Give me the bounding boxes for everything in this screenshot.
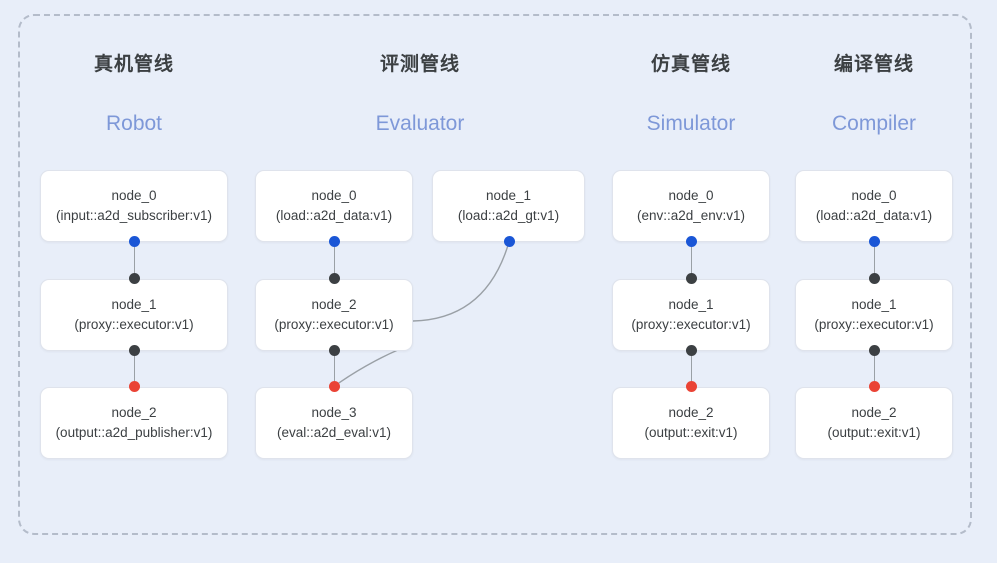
connector-line (333, 241, 335, 280)
input-port-dot[interactable] (328, 381, 340, 392)
node-card[interactable]: node_0 (input::a2d_subscriber:v1) (40, 170, 228, 242)
node-card[interactable]: node_1 (load::a2d_gt:v1) (432, 170, 585, 242)
node-name: node_2 (851, 405, 897, 420)
output-port-dot[interactable] (328, 345, 340, 356)
column-subtitle-evaluator: Evaluator (375, 112, 465, 135)
pipeline-column-evaluator: 评测管线 Evaluator (255, 52, 585, 137)
pipeline-column-simulator: 仿真管线 Simulator (612, 52, 770, 137)
node-name: node_2 (668, 405, 714, 420)
output-port-dot[interactable] (868, 345, 880, 356)
input-port-dot[interactable] (128, 273, 140, 284)
output-port-dot[interactable] (128, 236, 140, 247)
input-port-dot[interactable] (868, 381, 880, 392)
column-subtitle-robot: Robot (105, 112, 163, 135)
node-name: node_0 (851, 188, 897, 203)
node-type: (proxy::executor:v1) (631, 317, 751, 332)
node-type: (load::a2d_data:v1) (275, 208, 393, 223)
connector-line (690, 241, 692, 280)
node-type: (input::a2d_subscriber:v1) (55, 208, 213, 223)
node-type: (output::a2d_publisher:v1) (55, 425, 213, 440)
input-port-dot[interactable] (128, 381, 140, 392)
connector-line (133, 350, 135, 388)
node-name: node_3 (311, 405, 357, 420)
node-card[interactable]: node_2 (output::a2d_publisher:v1) (40, 387, 228, 459)
node-type: (proxy::executor:v1) (274, 317, 394, 332)
node-card[interactable]: node_0 (env::a2d_env:v1) (612, 170, 770, 242)
column-title-simulator: 仿真管线 (650, 54, 731, 75)
node-name: node_0 (111, 188, 157, 203)
input-port-dot[interactable] (685, 381, 697, 392)
output-port-dot[interactable] (685, 236, 697, 247)
node-name: node_0 (311, 188, 357, 203)
node-name: node_0 (668, 188, 714, 203)
node-card[interactable]: node_1 (proxy::executor:v1) (612, 279, 770, 351)
node-card[interactable]: node_1 (proxy::executor:v1) (40, 279, 228, 351)
pipeline-column-robot: 真机管线 Robot (40, 52, 228, 137)
output-port-dot[interactable] (328, 236, 340, 247)
input-port-dot[interactable] (868, 273, 880, 284)
node-card[interactable]: node_0 (load::a2d_data:v1) (255, 170, 413, 242)
node-name: node_2 (311, 297, 357, 312)
node-name: node_1 (851, 297, 897, 312)
column-title-robot: 真机管线 (93, 54, 174, 75)
input-port-dot[interactable] (685, 273, 697, 284)
connector-line (873, 241, 875, 280)
node-card[interactable]: node_3 (eval::a2d_eval:v1) (255, 387, 413, 459)
node-type: (output::exit:v1) (644, 425, 738, 440)
column-title-evaluator: 评测管线 (379, 54, 460, 75)
node-card[interactable]: node_2 (output::exit:v1) (795, 387, 953, 459)
node-type: (env::a2d_env:v1) (636, 208, 746, 223)
node-type: (output::exit:v1) (827, 425, 921, 440)
node-type: (load::a2d_gt:v1) (457, 208, 560, 223)
column-subtitle-compiler: Compiler (831, 112, 917, 135)
output-port-dot[interactable] (868, 236, 880, 247)
node-card[interactable]: node_1 (proxy::executor:v1) (795, 279, 953, 351)
output-port-dot[interactable] (128, 345, 140, 356)
column-subtitle-simulator: Simulator (646, 112, 736, 135)
node-type: (eval::a2d_eval:v1) (276, 425, 392, 440)
node-name: node_2 (111, 405, 157, 420)
node-type: (proxy::executor:v1) (814, 317, 934, 332)
node-card[interactable]: node_0 (load::a2d_data:v1) (795, 170, 953, 242)
node-card[interactable]: node_2 (proxy::executor:v1) (255, 279, 413, 351)
column-title-compiler: 编译管线 (833, 54, 914, 75)
pipeline-column-compiler: 编译管线 Compiler (795, 52, 953, 137)
node-card[interactable]: node_2 (output::exit:v1) (612, 387, 770, 459)
node-name: node_1 (485, 188, 532, 203)
connector-line (690, 350, 692, 388)
node-name: node_1 (668, 297, 714, 312)
node-type: (proxy::executor:v1) (74, 317, 194, 332)
connector-line (873, 350, 875, 388)
output-port-dot[interactable] (685, 345, 697, 356)
output-port-dot[interactable] (503, 236, 515, 247)
connector-line (133, 241, 135, 280)
node-name: node_1 (111, 297, 157, 312)
connector-line (333, 350, 335, 388)
input-port-dot[interactable] (328, 273, 340, 284)
diagram-dashed-frame (18, 14, 972, 535)
node-type: (load::a2d_data:v1) (815, 208, 933, 223)
